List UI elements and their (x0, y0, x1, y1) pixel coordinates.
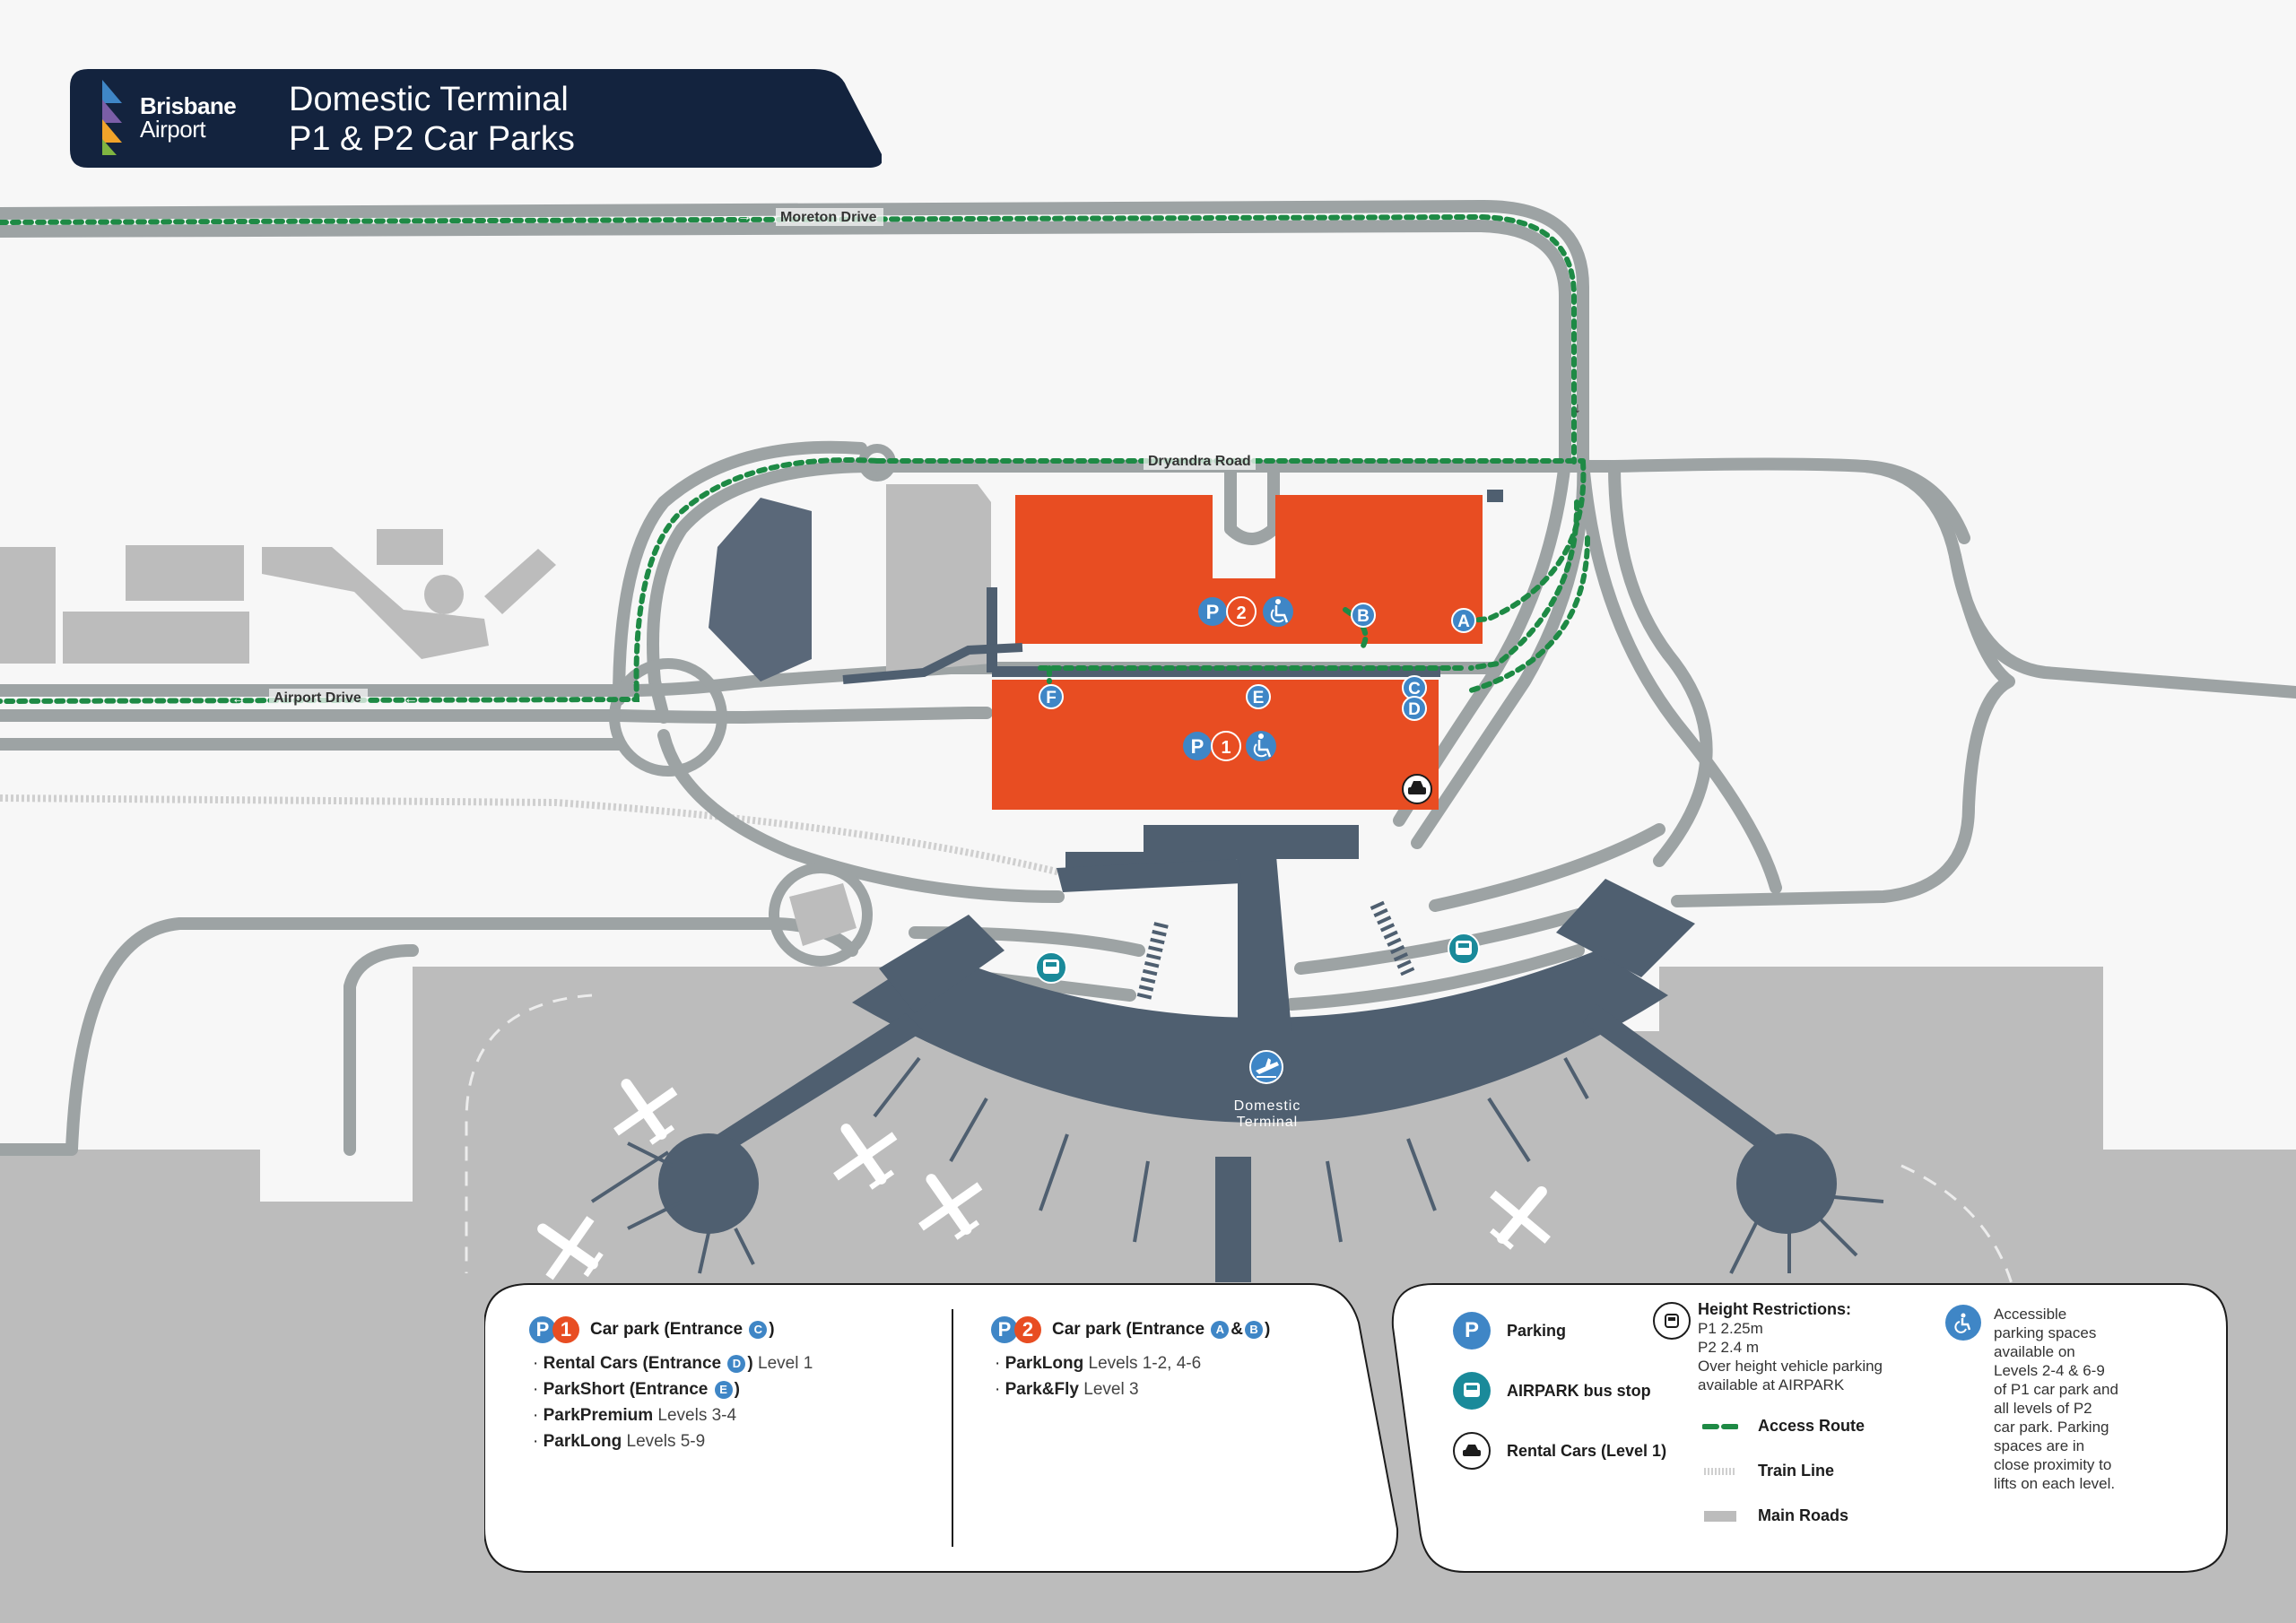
brand-wordmark: Brisbane Airport (140, 92, 237, 143)
terminal-building (658, 825, 1837, 1282)
road-label-airport-drive: Airport Drive (269, 689, 368, 707)
header-background (70, 69, 882, 168)
terminal-label-line1: Domestic (1234, 1098, 1301, 1114)
p2-badge: P 2 (1198, 596, 1257, 627)
legend-train-line: Train Line (1702, 1462, 1834, 1480)
title-line2: P1 & P2 Car Parks (289, 120, 575, 158)
entrance-c-marker[interactable]: C (1402, 675, 1427, 700)
legend-height-restrictions: Height Restrictions: P1 2.25m P2 2.4 m O… (1653, 1300, 1886, 1394)
legend-parking: P Parking (1453, 1312, 1566, 1350)
svg-text:D: D (1408, 700, 1421, 719)
bus-stop-icon (1453, 1372, 1491, 1410)
p2-legend-badge: P 2 (991, 1316, 1041, 1343)
legend-panel-background (484, 1283, 1399, 1573)
header-banner: Brisbane Airport Domestic Terminal P1 & … (70, 69, 882, 168)
p1-item-parklong: · ParkLong Levels 5-9 (533, 1432, 706, 1451)
entrance-d-marker[interactable]: D (1402, 696, 1427, 721)
title-line1: Domestic Terminal (289, 81, 569, 118)
gate-piers (590, 1056, 1884, 1274)
p1-legend-title: Car park (Entrance C) (590, 1320, 775, 1339)
legend-accessible: Accessible parking spaces available on L… (1945, 1305, 2191, 1493)
svg-text:Moreton Drive: Moreton Drive (780, 210, 877, 225)
p1-item-parkpremium: · ParkPremium Levels 3-4 (533, 1406, 737, 1425)
p1-legend-badge: P 1 (529, 1316, 579, 1343)
brand-line2: Airport (140, 116, 206, 143)
train-line (0, 794, 1087, 882)
svg-text:A: A (1457, 612, 1470, 631)
entrance-a-marker[interactable]: A (1451, 608, 1476, 633)
page-title: Domestic Terminal P1 & P2 Car Parks (289, 80, 575, 159)
terminal-label-line2: Terminal (1237, 1115, 1298, 1130)
landside-buildings (0, 484, 991, 946)
svg-text:C: C (1408, 680, 1421, 699)
brand-line1: Brisbane (140, 92, 237, 119)
p2-item-parkfly: · Park&Fly Level 3 (995, 1380, 1139, 1399)
svg-text:Airport Drive: Airport Drive (274, 690, 361, 706)
p1-item-parkshort: · ParkShort (Entrance E) (533, 1380, 740, 1399)
aircraft (537, 1079, 1551, 1280)
rental-car-icon (1453, 1432, 1491, 1470)
svg-text:←: ← (231, 691, 246, 707)
svg-text:↓: ↓ (1574, 401, 1581, 416)
legend-main-roads: Main Roads (1702, 1506, 1848, 1525)
p1-item-rental-cars: · Rental Cars (Entrance D) Level 1 (533, 1354, 813, 1373)
svg-text:←: ← (404, 691, 418, 707)
legend-access-route: Access Route (1702, 1417, 1865, 1436)
domestic-terminal-icon (1249, 1050, 1283, 1084)
apron-service-line (465, 994, 593, 1273)
height-restriction-icon (1653, 1302, 1691, 1340)
direction-arrows: → ↓ ← ← (231, 209, 1581, 707)
p2-legend-title: Car park (Entrance A&B) (1052, 1320, 1271, 1339)
legend-symbols-background (1391, 1283, 2228, 1573)
svg-text:→: → (737, 209, 752, 224)
rental-car-icon (1402, 774, 1432, 804)
accessible-icon (1246, 731, 1276, 761)
car-park-link (987, 587, 997, 673)
entrance-f-marker[interactable]: F (1039, 684, 1064, 709)
entrance-b-marker[interactable]: B (1351, 603, 1376, 628)
main-roads-swatch (1704, 1510, 1736, 1522)
svg-text:E: E (1253, 689, 1265, 707)
car-park-ramp (842, 643, 1023, 684)
p2-item-parklong: · ParkLong Levels 1-2, 4-6 (995, 1354, 1202, 1373)
svg-text:Dryandra Road: Dryandra Road (1148, 454, 1251, 469)
road-stub (1487, 490, 1503, 502)
apron-service-line (1900, 1164, 2020, 1310)
svg-text:F: F (1046, 689, 1057, 707)
legend-p1: P 1 Car park (Entrance C) · Rental Cars … (529, 1316, 813, 1454)
dark-building (709, 498, 812, 681)
legend-p2: P 2 Car park (Entrance A&B) · ParkLong L… (991, 1316, 1270, 1402)
svg-text:P: P (1206, 601, 1220, 623)
svg-text:P: P (1191, 735, 1205, 758)
bus-stop-icon[interactable] (1035, 951, 1067, 984)
parking-icon: P (1453, 1312, 1491, 1350)
legend-symbols: P Parking AIRPARK bus stop Rental Cars (… (1388, 1282, 2229, 1574)
svg-text:2: 2 (1236, 603, 1246, 623)
accessible-icon (1945, 1305, 1981, 1341)
svg-text:B: B (1357, 607, 1370, 626)
p1-badge: P 1 (1183, 731, 1241, 761)
access-route-swatch (1702, 1423, 1738, 1429)
entrance-e-marker[interactable]: E (1246, 684, 1271, 709)
brisbane-airport-logo-icon (102, 80, 122, 155)
bus-stop-icon[interactable] (1448, 933, 1480, 965)
legend-car-parks: P 1 Car park (Entrance C) · Rental Cars … (484, 1282, 1399, 1574)
footbridges (1136, 900, 1415, 1002)
train-line-swatch (1704, 1467, 1736, 1475)
road-label-dryandra: Dryandra Road (1144, 452, 1256, 470)
legend-bus-stop: AIRPARK bus stop (1453, 1372, 1651, 1410)
road-label-moreton: Moreton Drive (776, 208, 883, 226)
accessible-icon (1263, 596, 1293, 627)
legend-rental-cars: Rental Cars (Level 1) (1453, 1432, 1666, 1470)
svg-text:1: 1 (1221, 738, 1231, 758)
